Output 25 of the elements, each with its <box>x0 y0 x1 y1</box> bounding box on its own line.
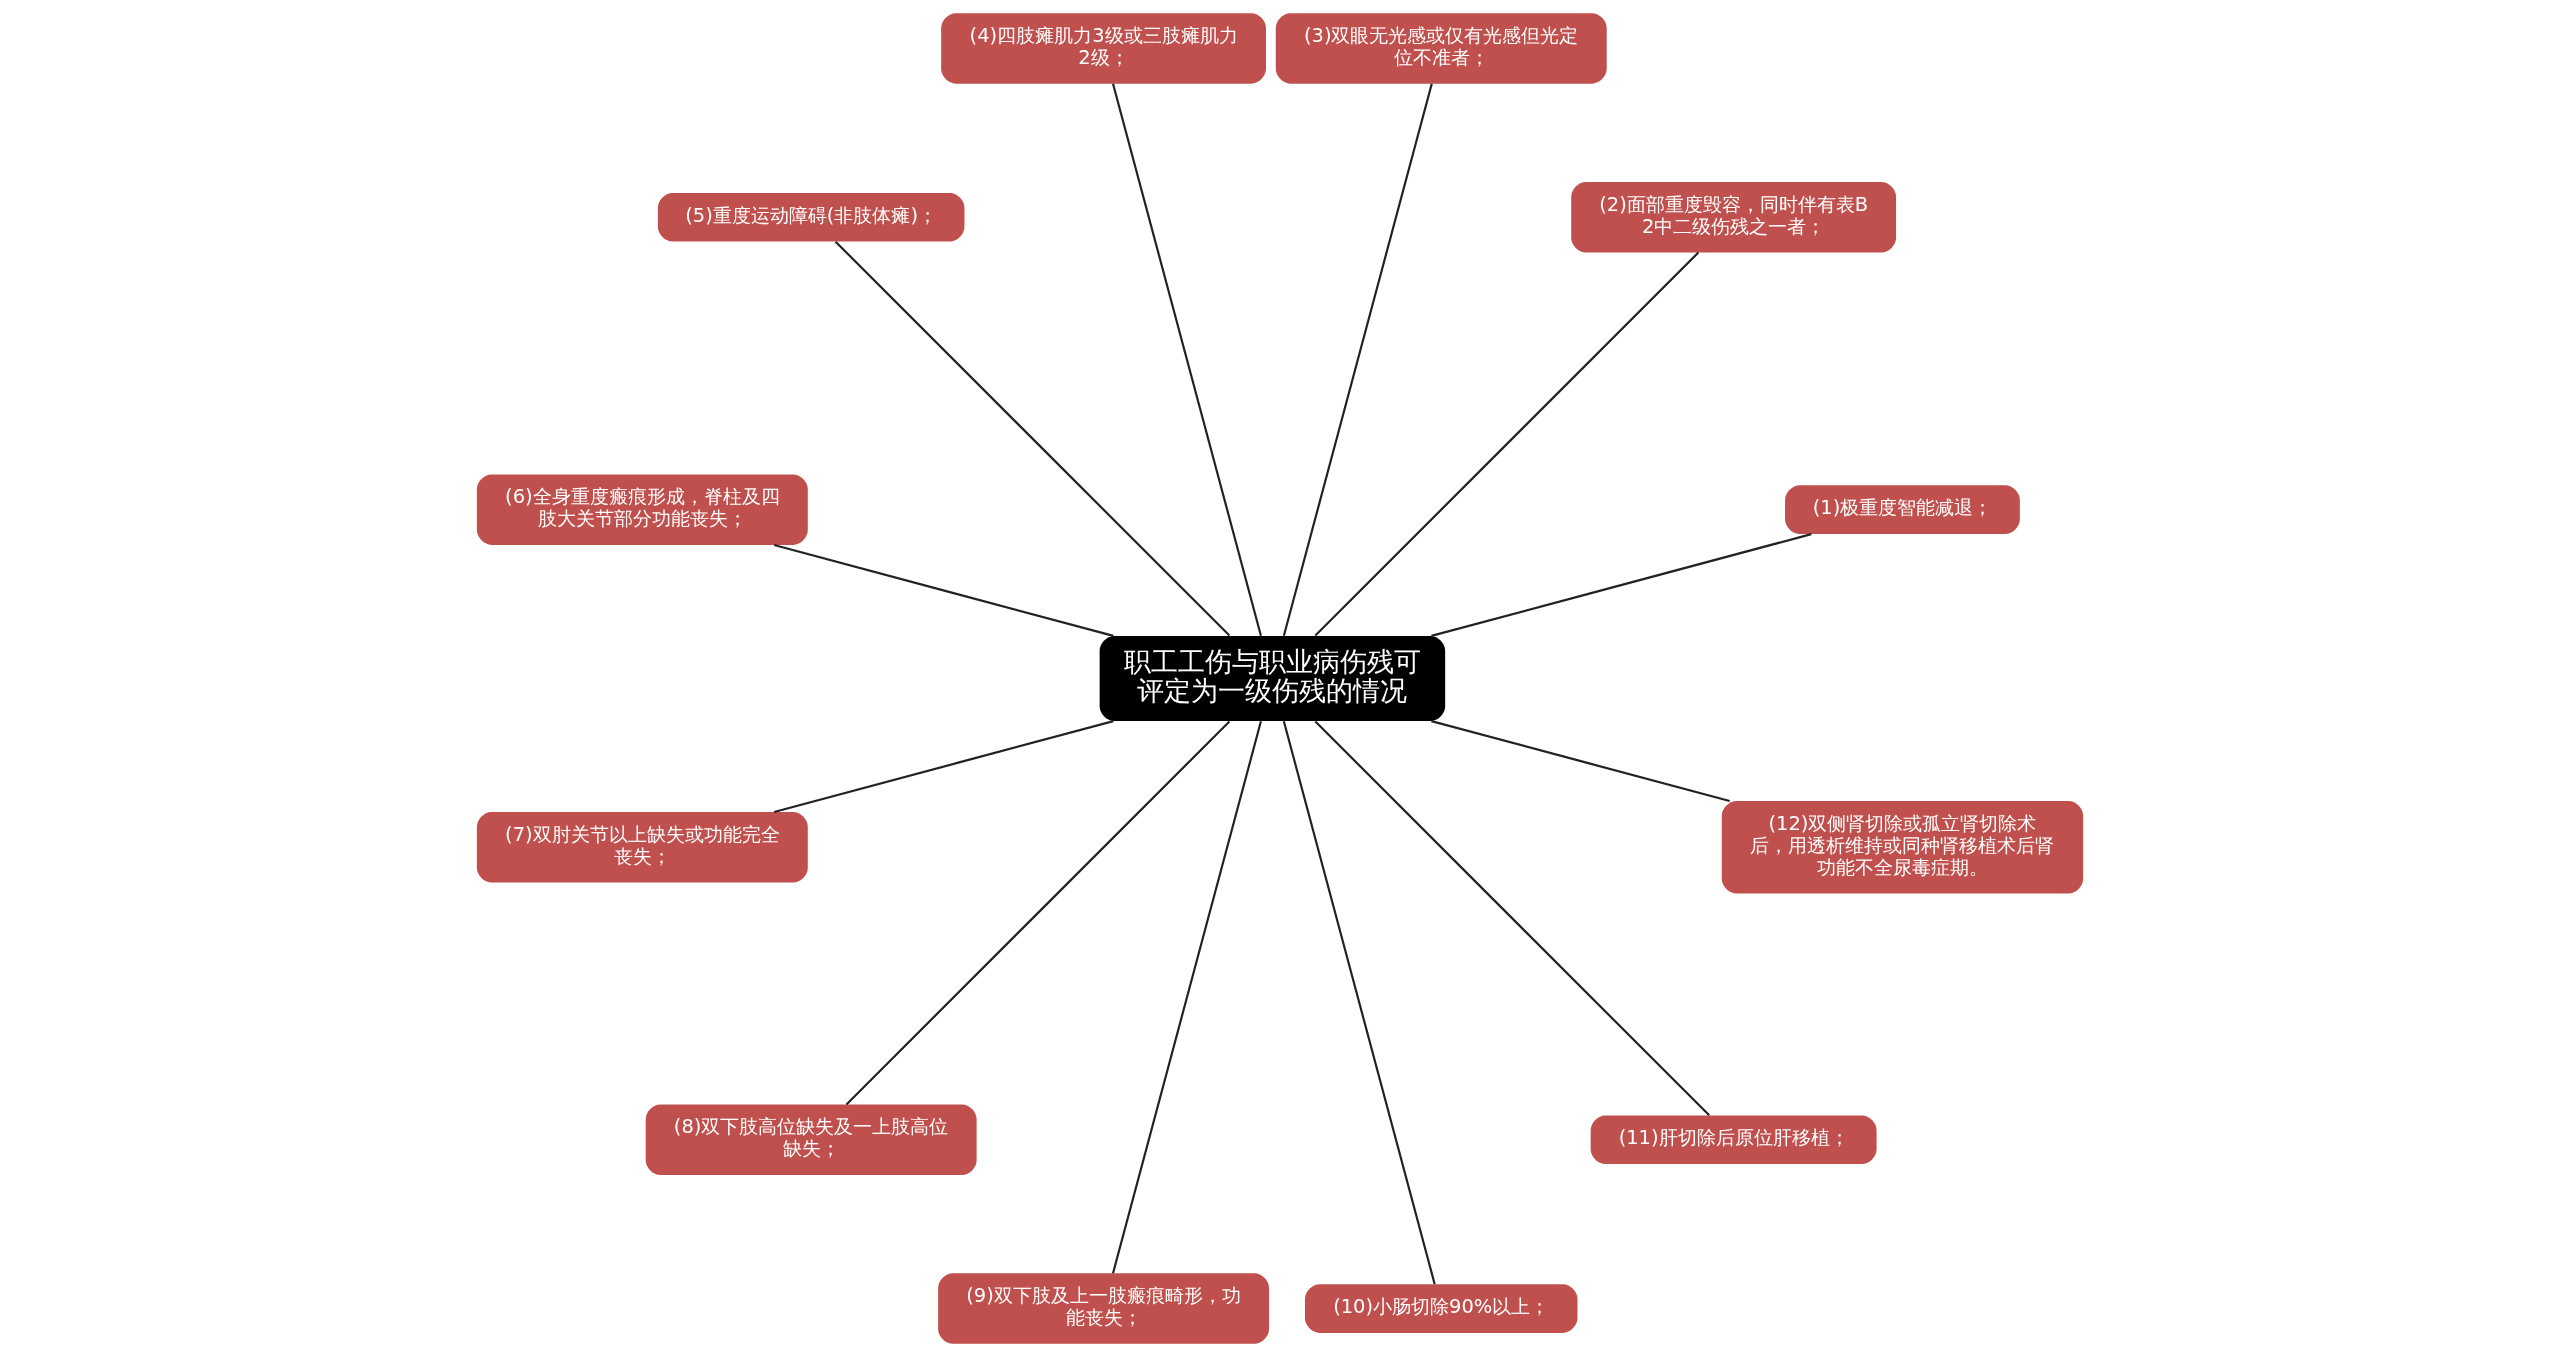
node-box: (7)双肘关节以上缺失或功能完全丧失； <box>476 812 808 883</box>
node-box: (6)全身重度瘢痕形成，脊柱及四肢大关节部分功能丧失； <box>476 474 808 545</box>
node-box: (5)重度运动障碍(非肢体瘫)； <box>657 192 965 242</box>
node-box: (8)双下肢高位缺失及一上肢高位缺失； <box>645 1104 977 1176</box>
connector <box>1111 83 1262 636</box>
connector <box>834 240 1231 637</box>
node-box: (3)双眼无光感或仅有光感但光定位不准者； <box>1275 13 1607 84</box>
connector <box>1111 721 1262 1274</box>
node-box: (10)小肠切除90%以上； <box>1304 1284 1578 1333</box>
connector <box>1431 720 1730 803</box>
connector <box>773 543 1114 637</box>
node-box: (1)极重度智能减退； <box>1785 485 2020 534</box>
connector <box>1314 720 1710 1117</box>
connector <box>1314 251 1700 637</box>
connector <box>1282 721 1436 1285</box>
node-box: (11)肝切除后原位肝移植； <box>1590 1115 1877 1165</box>
connector <box>1431 533 1812 637</box>
node-box: (12)双侧肾切除或孤立肾切除术后，用透析维持或同种肾移植术后肾功能不全尿毒症期。 <box>1721 801 2084 894</box>
connector <box>845 720 1231 1106</box>
node-box: 职工工伤与职业病伤残可评定为一级伤残的情况 <box>1099 635 1446 722</box>
node-box: (4)四肢瘫肌力3级或三肢瘫肌力2级； <box>941 13 1266 84</box>
node-box: (9)双下肢及上一肢瘢痕畸形，功能丧失； <box>938 1273 1270 1344</box>
node-box: (2)面部重度毁容，同时伴有表B2中二级伤残之一者； <box>1571 182 1897 253</box>
connector <box>1282 83 1433 636</box>
connector <box>773 720 1114 814</box>
